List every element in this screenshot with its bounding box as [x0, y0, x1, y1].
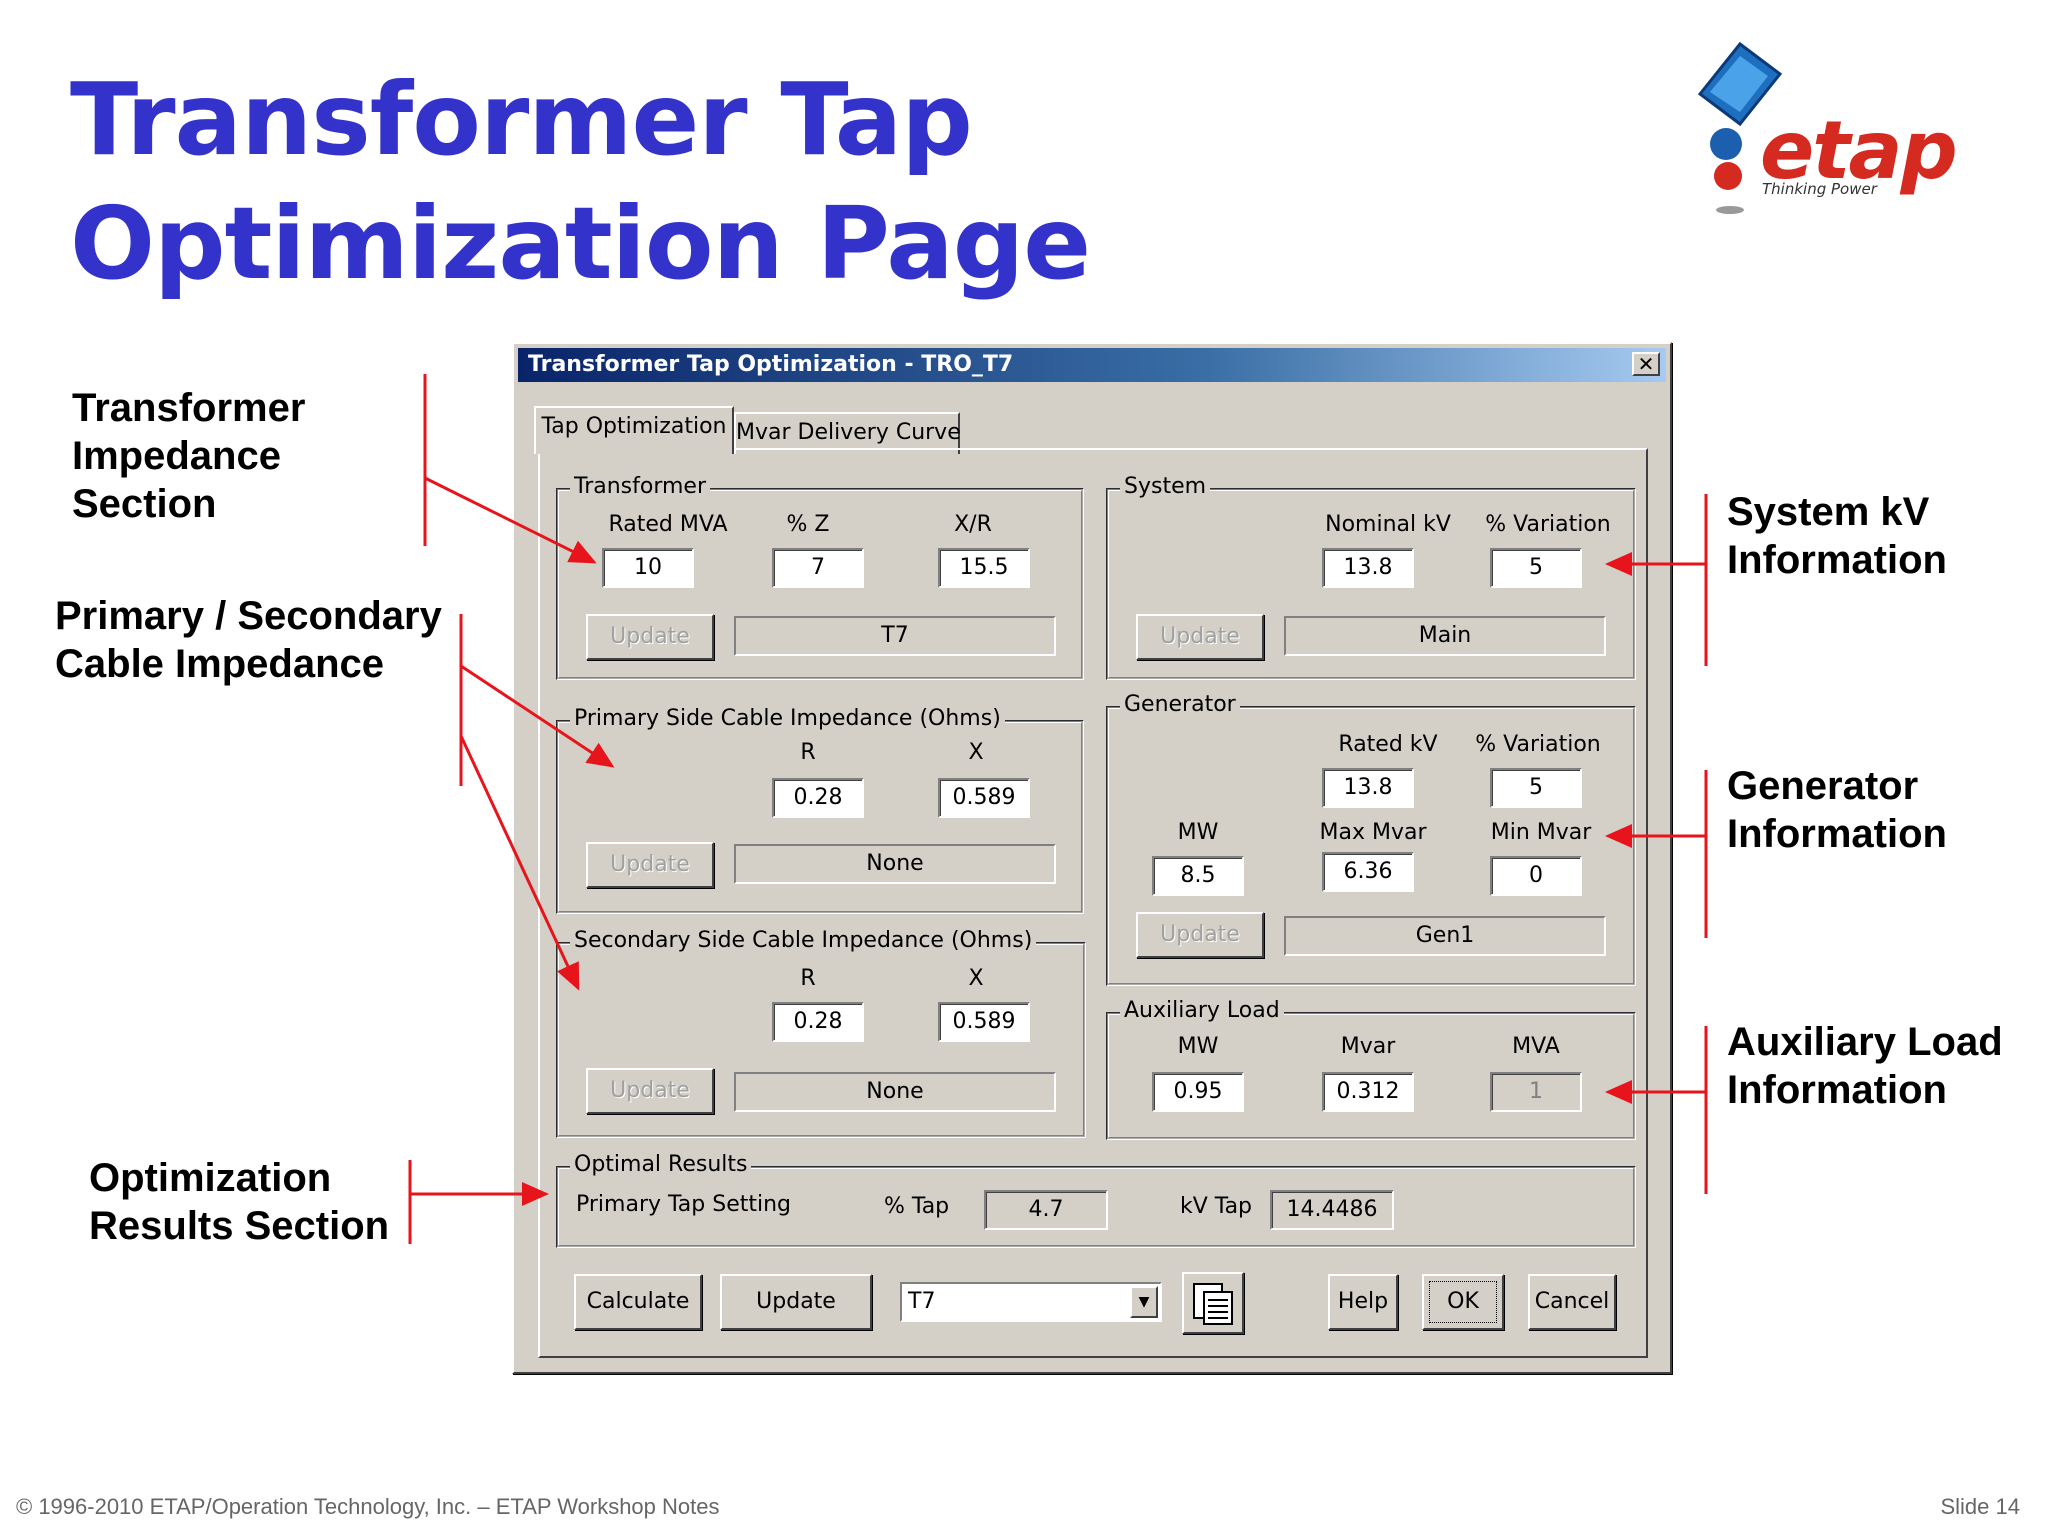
- generator-mw-field[interactable]: 8.5: [1152, 856, 1244, 896]
- primary-cable-legend: Primary Side Cable Impedance (Ohms): [570, 706, 1005, 731]
- annotation-generator: Generator Information: [1727, 764, 1947, 856]
- secondary-cable-id: None: [734, 1072, 1056, 1112]
- footer-copyright: © 1996-2010 ETAP/Operation Technology, I…: [16, 1494, 720, 1519]
- annotation-system: System kV Information: [1727, 490, 1947, 582]
- system-variation-field[interactable]: 5: [1490, 548, 1582, 588]
- rated-mva-label: Rated MVA: [608, 512, 728, 537]
- primary-x-field[interactable]: 0.589: [938, 778, 1030, 818]
- secondary-x-label: X: [968, 966, 984, 991]
- dialog-titlebar[interactable]: Transformer Tap Optimization - TRO_T7 ✕: [518, 348, 1666, 382]
- logo-tagline: Thinking Power: [1762, 180, 1877, 198]
- ok-button[interactable]: OK: [1422, 1274, 1504, 1330]
- secondary-cable-legend: Secondary Side Cable Impedance (Ohms): [570, 928, 1037, 953]
- transformer-legend: Transformer: [570, 474, 711, 499]
- system-update-button[interactable]: Update: [1136, 614, 1264, 660]
- transformer-group: Transformer Rated MVA % Z X/R 10 7 15.5 …: [556, 474, 1084, 680]
- max-mvar-label: Max Mvar: [1319, 820, 1427, 845]
- kv-tap-value: 14.4486: [1270, 1190, 1394, 1230]
- callout-arrow-transformer: [424, 476, 597, 564]
- auxiliary-legend: Auxiliary Load: [1120, 998, 1284, 1023]
- optimal-results-group: Optimal Results Primary Tap Setting % Ta…: [556, 1152, 1636, 1248]
- primary-cable-update-button[interactable]: Update: [586, 842, 714, 888]
- percent-z-field[interactable]: 7: [772, 548, 864, 588]
- dialog-title: Transformer Tap Optimization - TRO_T7: [528, 352, 1014, 377]
- generator-group: Generator Rated kV % Variation 13.8 5 MW…: [1106, 692, 1636, 986]
- primary-cable-group: Primary Side Cable Impedance (Ohms) R X …: [556, 706, 1084, 914]
- generator-legend: Generator: [1120, 692, 1240, 717]
- rated-kv-field[interactable]: 13.8: [1322, 768, 1414, 808]
- system-bus-id: Main: [1284, 616, 1606, 656]
- system-variation-label: % Variation: [1485, 512, 1611, 537]
- help-button[interactable]: Help: [1328, 1274, 1398, 1330]
- percent-tap-value: 4.7: [984, 1190, 1108, 1230]
- optimal-results-legend: Optimal Results: [570, 1152, 752, 1177]
- transformer-select-value: T7: [908, 1289, 936, 1314]
- footer-slide-number: Slide 14: [1940, 1494, 2020, 1519]
- clipboard-icon[interactable]: [1182, 1272, 1244, 1334]
- rated-mva-field[interactable]: 10: [602, 548, 694, 588]
- tap-optimization-dialog: Transformer Tap Optimization - TRO_T7 ✕ …: [512, 342, 1672, 1374]
- calculate-button[interactable]: Calculate: [574, 1274, 702, 1330]
- aux-mw-field[interactable]: 0.95: [1152, 1072, 1244, 1112]
- xr-field[interactable]: 15.5: [938, 548, 1030, 588]
- aux-mvar-label: Mvar: [1340, 1034, 1396, 1059]
- max-mvar-field[interactable]: 6.36: [1322, 852, 1414, 892]
- annotation-transformer: Transformer Impedance Section: [72, 386, 306, 526]
- auxiliary-group: Auxiliary Load MW Mvar MVA 0.95 0.312 1: [1106, 998, 1636, 1140]
- percent-z-label: % Z: [786, 512, 830, 537]
- percent-tap-label: % Tap: [884, 1194, 950, 1219]
- transformer-select[interactable]: T7 ▼: [900, 1282, 1162, 1322]
- primary-x-label: X: [968, 740, 984, 765]
- tab-tap-optimization[interactable]: Tap Optimization: [534, 406, 734, 454]
- aux-mw-label: MW: [1177, 1034, 1219, 1059]
- cancel-button[interactable]: Cancel: [1528, 1274, 1616, 1330]
- primary-tap-setting-label: Primary Tap Setting: [576, 1192, 792, 1217]
- generator-id: Gen1: [1284, 916, 1606, 956]
- kv-tap-label: kV Tap: [1180, 1194, 1253, 1219]
- etap-logo-icon: [1697, 41, 1783, 214]
- secondary-r-field[interactable]: 0.28: [772, 1002, 864, 1042]
- aux-mva-label: MVA: [1512, 1034, 1560, 1059]
- close-icon[interactable]: ✕: [1632, 352, 1660, 376]
- transformer-update-button[interactable]: Update: [586, 614, 714, 660]
- annotation-auxiliary: Auxiliary Load Information: [1727, 1020, 2003, 1112]
- nominal-kv-label: Nominal kV: [1325, 512, 1451, 537]
- callout-arrow-secondary-cable: [459, 735, 580, 991]
- secondary-cable-update-button[interactable]: Update: [586, 1068, 714, 1114]
- transformer-id: T7: [734, 616, 1056, 656]
- system-legend: System: [1120, 474, 1211, 499]
- secondary-r-label: R: [800, 966, 816, 991]
- min-mvar-field[interactable]: 0: [1490, 856, 1582, 896]
- secondary-x-field[interactable]: 0.589: [938, 1002, 1030, 1042]
- aux-mvar-field[interactable]: 0.312: [1322, 1072, 1414, 1112]
- generator-variation-label: % Variation: [1475, 732, 1601, 757]
- annotation-results: Optimization Results Section: [89, 1156, 390, 1248]
- aux-mva-field: 1: [1490, 1072, 1582, 1112]
- tab-mvar-delivery-curve[interactable]: Mvar Delivery Curve: [734, 412, 961, 454]
- chevron-down-icon[interactable]: ▼: [1130, 1286, 1158, 1318]
- tab-panel: Transformer Rated MVA % Z X/R 10 7 15.5 …: [538, 448, 1648, 1358]
- generator-variation-field[interactable]: 5: [1490, 768, 1582, 808]
- logo-wordmark: etap: [1760, 104, 1958, 197]
- min-mvar-label: Min Mvar: [1490, 820, 1592, 845]
- generator-mw-label: MW: [1177, 820, 1219, 845]
- update-button[interactable]: Update: [720, 1274, 872, 1330]
- rated-kv-label: Rated kV: [1338, 732, 1438, 757]
- primary-r-label: R: [800, 740, 816, 765]
- annotation-cable: Primary / Secondary Cable Impedance: [55, 594, 442, 686]
- nominal-kv-field[interactable]: 13.8: [1322, 548, 1414, 588]
- slide-title: Transformer Tap Optimization Page: [70, 61, 1091, 302]
- generator-update-button[interactable]: Update: [1136, 912, 1264, 958]
- secondary-cable-group: Secondary Side Cable Impedance (Ohms) R …: [556, 928, 1086, 1138]
- primary-cable-id: None: [734, 844, 1056, 884]
- primary-r-field[interactable]: 0.28: [772, 778, 864, 818]
- callout-arrow-primary-cable: [460, 664, 615, 768]
- xr-label: X/R: [954, 512, 992, 537]
- system-group: System Nominal kV % Variation 13.8 5 Upd…: [1106, 474, 1636, 680]
